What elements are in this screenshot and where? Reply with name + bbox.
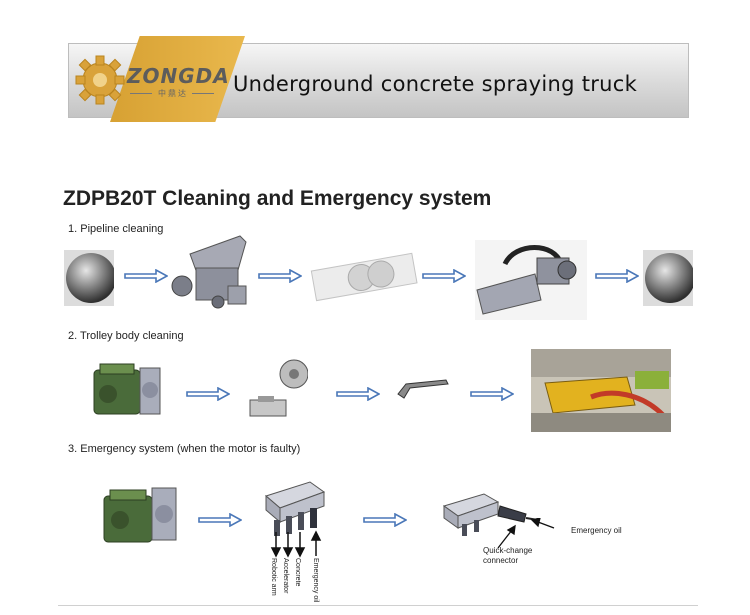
pipe-cross-section-image <box>310 252 418 302</box>
step-pipeline-cleaning: 1. Pipeline cleaning <box>68 223 164 235</box>
label-accelerator: Accelerator <box>282 558 289 594</box>
water-pump-reel-image <box>249 359 308 417</box>
spray-gun-image <box>397 379 449 399</box>
brand-line-left <box>130 93 152 94</box>
document-title: ZDPB20T Cleaning and Emergency system <box>63 187 492 210</box>
valve-block-image <box>264 481 326 536</box>
banner-title: Underground concrete spraying truck <box>233 72 638 96</box>
label-emergency-oil: Emergency oil <box>571 526 622 535</box>
label-quick-change-connector: Quick-change connector <box>483 546 533 565</box>
brand-subtitle: 中鼎达 <box>158 89 188 98</box>
cleaning-ball-image <box>643 250 693 306</box>
brand-name: ZONGDA <box>127 64 230 88</box>
brand-line-right <box>192 93 214 94</box>
cleaning-ball-image <box>64 250 114 306</box>
arrow-right-icon <box>336 387 380 401</box>
arrow-right-icon <box>124 269 168 283</box>
label-concrete: Concrete <box>294 558 301 587</box>
vertical-arrows-icon <box>270 530 322 558</box>
label-robotic-arm: Robotic arm <box>270 558 277 596</box>
sprayer-truck-photo <box>531 349 671 432</box>
engine-image <box>93 363 161 415</box>
hopper-machine-image <box>171 235 247 309</box>
arrow-right-icon <box>470 387 514 401</box>
pointer-arrows-icon <box>497 518 555 549</box>
quick-change-connector-image <box>442 493 539 536</box>
arrow-right-icon <box>186 387 230 401</box>
label-emergency-oil-vertical: Emergency oil <box>312 558 319 603</box>
arrow-right-icon <box>363 513 407 527</box>
arrow-right-icon <box>595 269 639 283</box>
gear-logo-icon <box>75 55 125 105</box>
arrow-right-icon <box>422 269 466 283</box>
step-trolley-body-cleaning: 2. Trolley body cleaning <box>68 330 184 342</box>
nozzle-arm-image <box>475 240 587 320</box>
arrow-right-icon <box>258 269 302 283</box>
step-emergency-system: 3. Emergency system (when the motor is f… <box>68 443 301 455</box>
bottom-divider <box>58 605 698 606</box>
engine-image <box>103 487 177 543</box>
arrow-right-icon <box>198 513 242 527</box>
